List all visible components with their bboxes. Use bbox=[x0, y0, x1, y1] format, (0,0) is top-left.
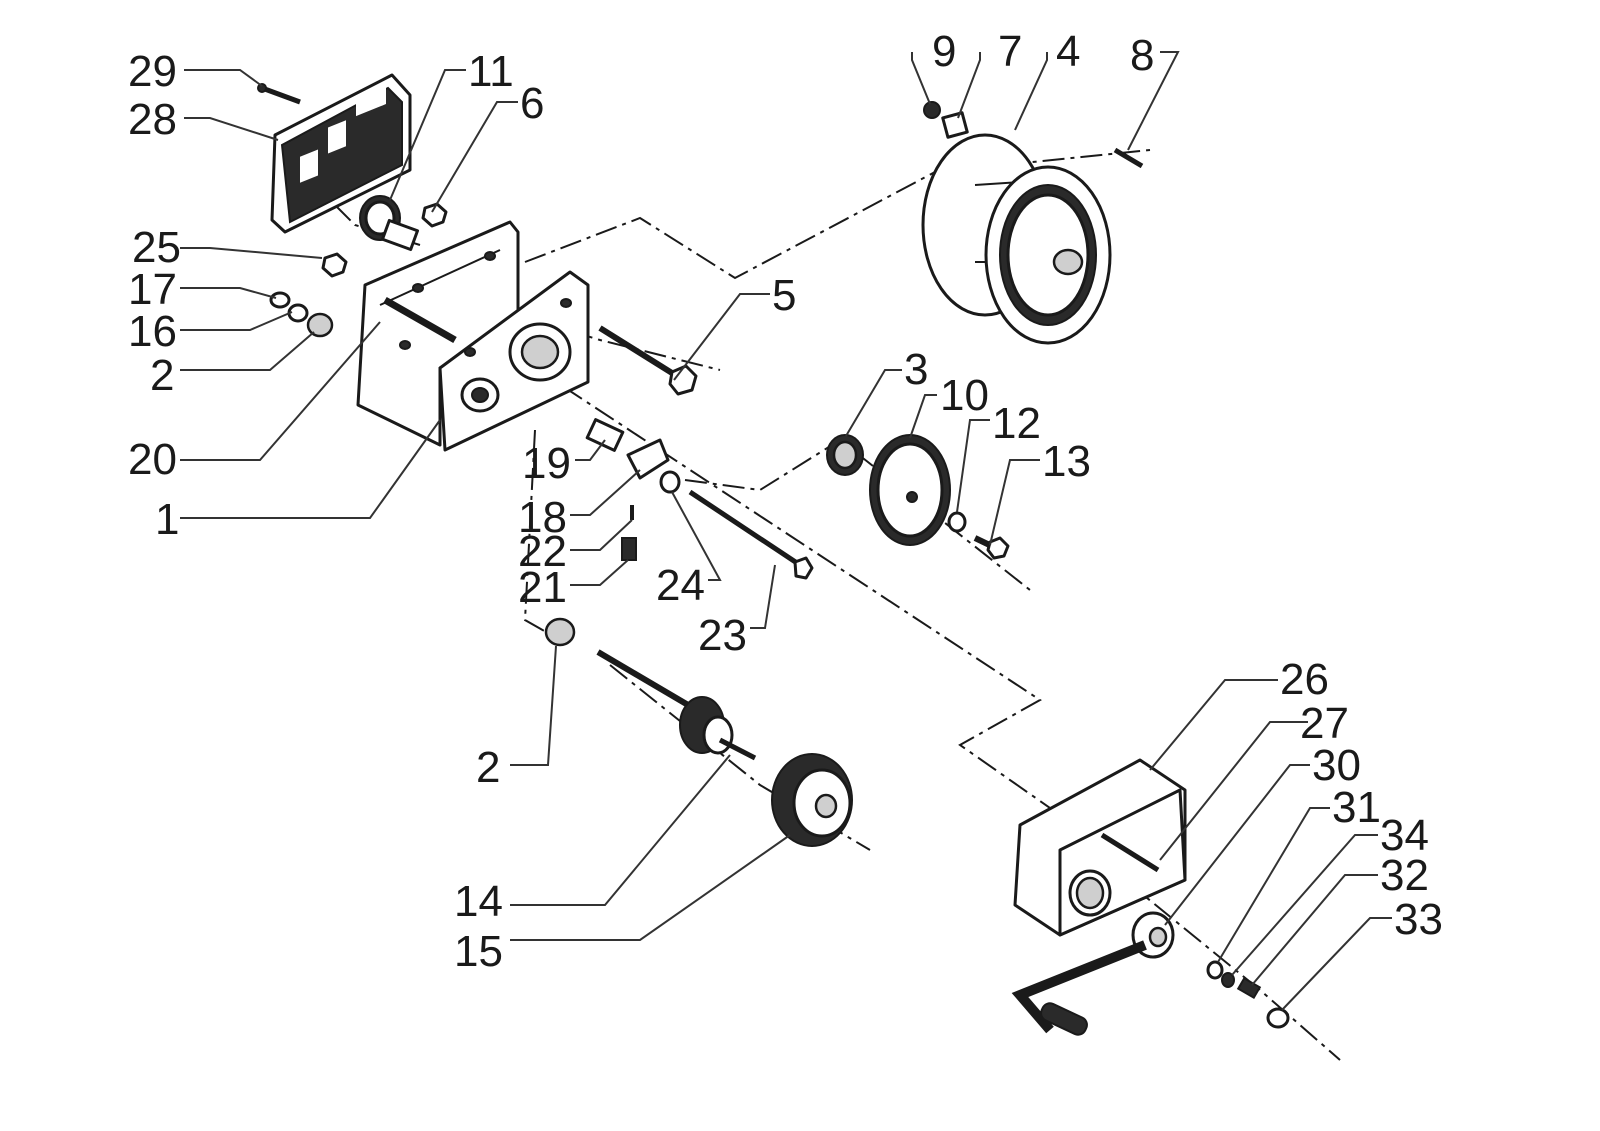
callout-29: 29 bbox=[128, 47, 177, 96]
part-13-bolt bbox=[973, 535, 1010, 560]
part-10-gear bbox=[869, 434, 951, 546]
callout-32: 32 bbox=[1380, 851, 1429, 900]
callout-33: 33 bbox=[1394, 895, 1443, 944]
part-27-screw bbox=[1100, 832, 1160, 873]
part-18-pawl bbox=[626, 438, 670, 480]
part-23-bolt bbox=[688, 489, 814, 580]
callout-11: 11 bbox=[468, 47, 514, 96]
part-2-bushing-lower bbox=[544, 617, 576, 647]
callout-21: 21 bbox=[518, 563, 567, 612]
part-25-nut bbox=[321, 252, 348, 278]
callout-34: 34 bbox=[1380, 811, 1429, 860]
part-19-spacer bbox=[585, 418, 625, 452]
callout-20: 20 bbox=[128, 435, 177, 484]
part-2-bushing-top bbox=[306, 312, 334, 338]
callout-17: 17 bbox=[128, 265, 177, 314]
callout-2-upper: 2 bbox=[150, 351, 174, 400]
callout-12: 12 bbox=[992, 399, 1041, 448]
frame-bearing-hub bbox=[460, 322, 572, 413]
callout-22: 22 bbox=[518, 527, 567, 576]
part-14-gear-shaft bbox=[596, 649, 757, 761]
part-8-screw bbox=[1113, 147, 1144, 169]
part-12-washer bbox=[947, 511, 967, 533]
callout-19: 19 bbox=[522, 439, 571, 488]
part-33-cap bbox=[1266, 1007, 1290, 1029]
part-34-washer bbox=[1221, 972, 1235, 988]
part-26-gear-cover bbox=[1013, 758, 1187, 937]
part-17-washer bbox=[269, 291, 291, 309]
part-5-bolt bbox=[598, 325, 698, 396]
callout-1: 1 bbox=[155, 495, 179, 544]
callout-18: 18 bbox=[518, 493, 567, 542]
callout-24: 24 bbox=[656, 561, 705, 610]
leader-lines bbox=[180, 51, 1392, 1011]
callout-16: 16 bbox=[128, 307, 177, 356]
callout-26: 26 bbox=[1280, 655, 1329, 704]
callout-31: 31 bbox=[1332, 783, 1381, 832]
part-21-spring bbox=[621, 537, 637, 561]
callout-10: 10 bbox=[940, 371, 989, 420]
part-4-drum bbox=[921, 133, 1112, 345]
part-15-sprocket bbox=[771, 753, 853, 847]
callout-14: 14 bbox=[454, 877, 503, 926]
callout-13: 13 bbox=[1042, 437, 1091, 486]
callout-30: 30 bbox=[1312, 741, 1361, 790]
part-20-shaft bbox=[383, 296, 457, 344]
callout-28: 28 bbox=[128, 95, 177, 144]
part-24-washer bbox=[659, 470, 681, 494]
callout-23: 23 bbox=[698, 611, 747, 660]
callout-2-lower: 2 bbox=[476, 743, 500, 792]
part-28-cover-plate bbox=[270, 73, 412, 234]
callout-4: 4 bbox=[1056, 27, 1080, 76]
part-11-pinion-gear bbox=[359, 195, 420, 252]
callout-6: 6 bbox=[520, 79, 544, 128]
callout-25: 25 bbox=[132, 223, 181, 272]
callout-5: 5 bbox=[772, 271, 796, 320]
part-30-crank-handle bbox=[1011, 911, 1175, 1036]
part-7-clamp bbox=[941, 111, 969, 139]
part-31-washer bbox=[1206, 960, 1224, 980]
part-29-screw bbox=[257, 83, 301, 105]
callout-7: 7 bbox=[998, 27, 1022, 76]
callout-27: 27 bbox=[1300, 699, 1349, 748]
part-32-nut bbox=[1236, 976, 1262, 1000]
callout-15: 15 bbox=[454, 927, 503, 976]
callout-3: 3 bbox=[904, 345, 928, 394]
callout-8: 8 bbox=[1130, 31, 1154, 80]
callout-labels: 29 28 11 6 25 17 16 2 20 1 9 7 4 8 5 3 1… bbox=[128, 27, 1443, 976]
part-9-nut bbox=[923, 101, 941, 119]
part-3-bearing bbox=[826, 434, 864, 476]
callout-9: 9 bbox=[932, 27, 956, 76]
